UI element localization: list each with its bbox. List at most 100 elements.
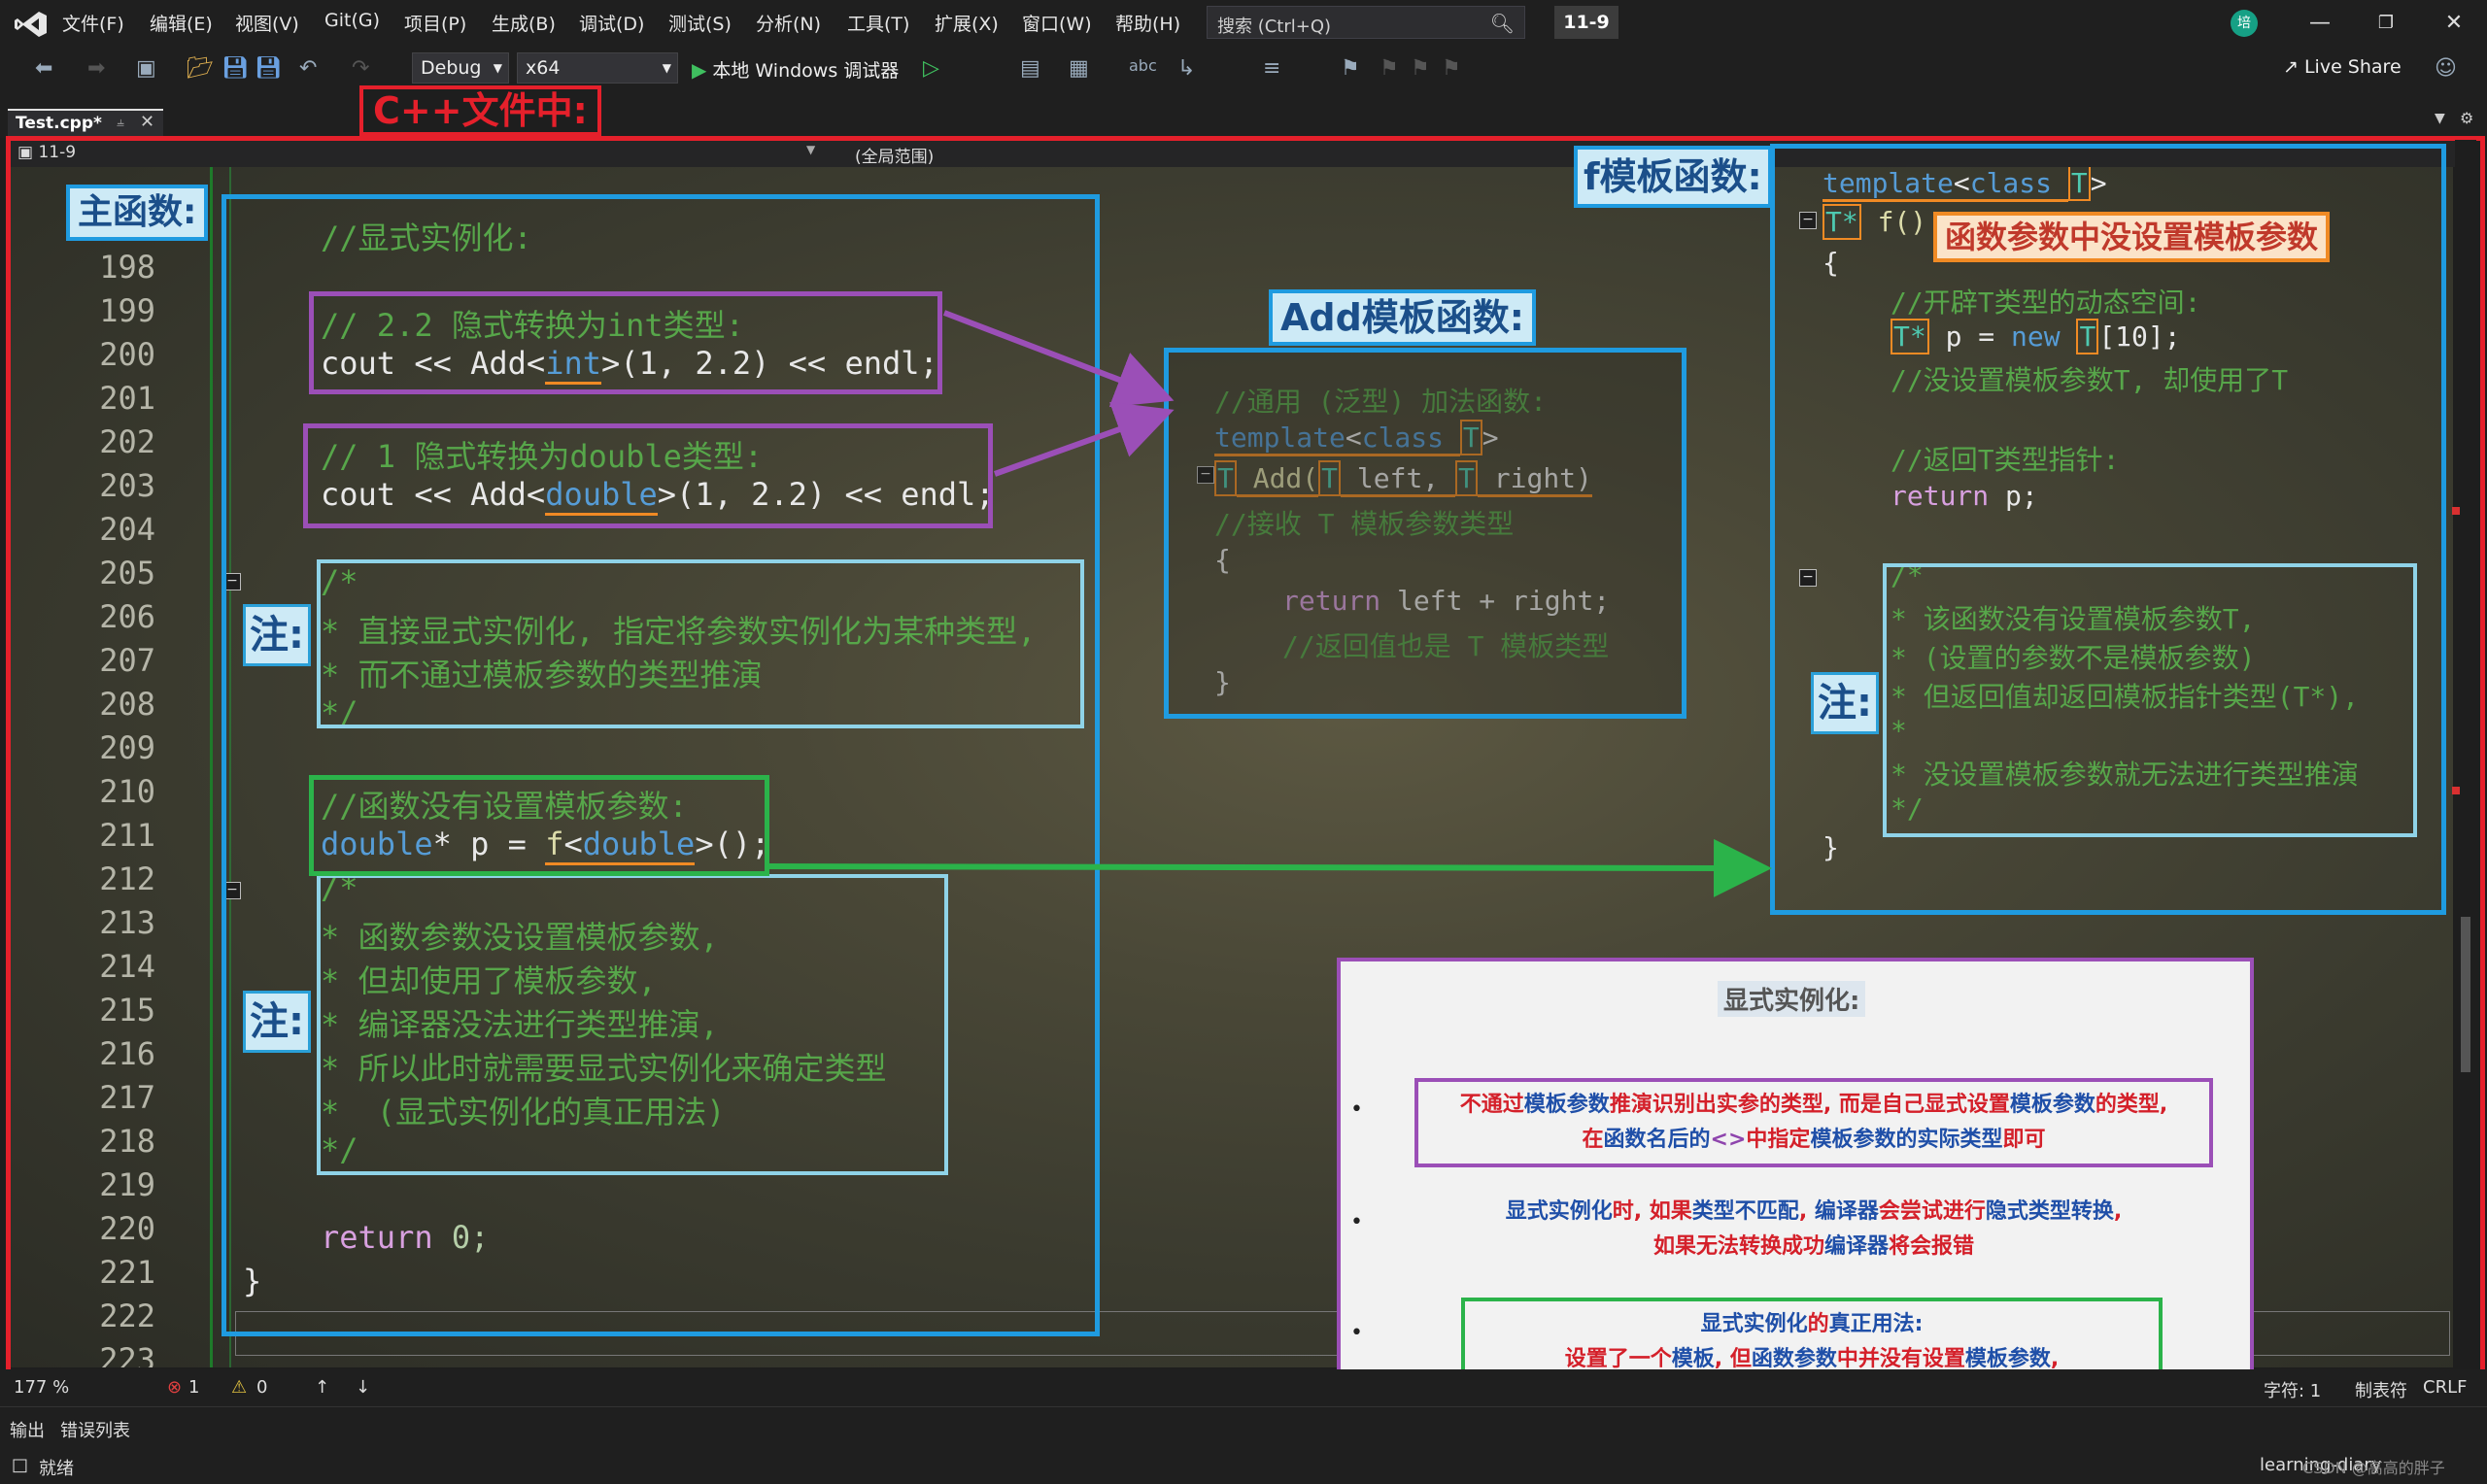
- tab-test-cpp[interactable]: Test.cpp* ⫨ ✕: [8, 109, 163, 138]
- explain-segment: 在: [1582, 1128, 1604, 1152]
- start-without-debugging-icon[interactable]: ▷: [923, 56, 939, 81]
- forward-icon[interactable]: ➡︎: [87, 56, 106, 81]
- fold-collapse-icon[interactable]: −: [1799, 569, 1817, 587]
- scrollbar-thumb[interactable]: [2461, 917, 2470, 1072]
- explain-segment: 推演识别出实参的类型, 而是自己显式设置: [1609, 1093, 2010, 1117]
- explain-segment: ,: [1798, 1199, 1815, 1224]
- save-icon[interactable]: 💾︎: [221, 56, 249, 81]
- line-number: 219: [99, 1166, 155, 1203]
- error-icon[interactable]: ⊗: [167, 1377, 183, 1398]
- open-folder-icon[interactable]: 📂︎: [187, 56, 214, 81]
- warning-count[interactable]: 0: [256, 1377, 268, 1398]
- save-all-icon[interactable]: 💾︎: [255, 56, 282, 81]
- explain-segment: 函数参数: [1751, 1347, 1837, 1371]
- f-template-frame: [1770, 144, 2446, 915]
- platform-dropdown[interactable]: x64 ▼: [517, 52, 678, 84]
- zoom-level[interactable]: 177 %: [14, 1377, 70, 1398]
- fold-collapse-icon[interactable]: −: [223, 573, 241, 590]
- restore-icon[interactable]: ❐: [2377, 13, 2395, 33]
- implicit-int-box: [309, 291, 942, 394]
- bookmark-clear-icon[interactable]: ⚑: [1442, 56, 1461, 81]
- f-code-comment: //开辟T类型的动态空间:: [1891, 287, 2201, 319]
- error-count[interactable]: 1: [188, 1377, 200, 1398]
- spell-check-icon[interactable]: abc: [1129, 56, 1157, 75]
- menu-view[interactable]: 视图(V): [235, 14, 299, 35]
- layout-icon[interactable]: ▦: [1069, 56, 1089, 81]
- explain-segment: , 但: [1714, 1347, 1752, 1371]
- solution-explorer-icon[interactable]: ▤: [1020, 56, 1040, 81]
- undo-icon[interactable]: ↶: [299, 56, 318, 81]
- step-icon[interactable]: ↳: [1177, 56, 1196, 81]
- warning-icon[interactable]: ⚠: [231, 1377, 248, 1398]
- code-token: left,: [1341, 462, 1456, 497]
- explain-line: 如果无法转换成功编译器将会报错: [1414, 1230, 2213, 1265]
- line-number: 203: [99, 467, 155, 504]
- arrow-int-to-add: [942, 310, 1175, 408]
- feedback-icon[interactable]: ☺: [2435, 56, 2457, 81]
- code-token: new: [2011, 320, 2061, 353]
- code-token: cout << Add<: [321, 476, 546, 513]
- bookmark-icon[interactable]: ⚑: [1341, 56, 1360, 81]
- bookmark-prev-icon[interactable]: ⚑: [1380, 56, 1399, 81]
- tab-error-list[interactable]: 错误列表: [60, 1421, 130, 1441]
- bullet-dot: •: [1350, 1210, 1363, 1234]
- minimize-icon[interactable]: —: [2309, 11, 2331, 35]
- live-share-button[interactable]: ↗︎ Live Share: [2283, 56, 2402, 78]
- menu-file[interactable]: 文件(F): [62, 14, 124, 35]
- code-line-207: * 而不通过模板参数的类型推演: [321, 657, 763, 693]
- comment-icon[interactable]: ≡: [1263, 56, 1281, 81]
- avatar[interactable]: 培: [2231, 10, 2258, 37]
- explain-segment: ,: [2050, 1347, 2060, 1371]
- new-project-icon[interactable]: ▣: [136, 56, 156, 81]
- arrow-up-icon[interactable]: ↑: [315, 1377, 330, 1398]
- close-tab-icon[interactable]: ✕: [140, 112, 155, 132]
- code-line-203: cout << Add<double>(1, 2.2) << endl;: [321, 476, 995, 516]
- settings-icon[interactable]: ⚙: [2460, 109, 2474, 127]
- scope-dropdown[interactable]: (全局范围): [855, 148, 935, 167]
- back-icon[interactable]: ⬅︎: [35, 56, 53, 81]
- line-ending[interactable]: CRLF: [2423, 1377, 2468, 1398]
- indent-mode[interactable]: 制表符: [2355, 1381, 2407, 1401]
- fold-collapse-icon[interactable]: −: [1197, 466, 1214, 484]
- redo-icon[interactable]: ↷: [352, 56, 370, 81]
- menu-tools[interactable]: 工具(T): [847, 14, 910, 35]
- menu-build[interactable]: 生成(B): [492, 14, 556, 35]
- code-token: class: [1361, 422, 1445, 456]
- editor-vertical-scrollbar[interactable]: [2455, 140, 2476, 1369]
- chevron-down-icon[interactable]: ▼: [806, 143, 816, 156]
- menu-project[interactable]: 项目(P): [404, 14, 467, 35]
- menu-git[interactable]: Git(G): [324, 10, 380, 31]
- menu-test[interactable]: 测试(S): [668, 14, 732, 35]
- code-token: return: [1282, 585, 1381, 617]
- solution-name-badge[interactable]: 11-9: [1554, 6, 1618, 39]
- arrow-down-icon[interactable]: ↓: [356, 1377, 371, 1398]
- code-line-218: */: [321, 1131, 358, 1168]
- menu-help[interactable]: 帮助(H): [1115, 14, 1181, 35]
- start-debugging-button[interactable]: ▶本地 Windows 调试器: [692, 56, 899, 83]
- add-code-brace: }: [1214, 666, 1231, 698]
- bookmark-next-icon[interactable]: ⚑: [1411, 56, 1430, 81]
- explain-title: 显式实例化:: [1718, 981, 1866, 1017]
- tab-list-icon[interactable]: ▼: [2435, 111, 2445, 126]
- project-dropdown[interactable]: ▣ 11-9: [17, 143, 77, 162]
- menu-debug[interactable]: 调试(D): [579, 14, 645, 35]
- menu-extensions[interactable]: 扩展(X): [935, 14, 999, 35]
- close-icon[interactable]: ✕: [2444, 11, 2464, 35]
- line-number: 199: [99, 292, 155, 329]
- menu-edit[interactable]: 编辑(E): [150, 14, 213, 35]
- f-code-comment: * 没设置模板参数就无法进行类型推演: [1891, 759, 2359, 791]
- menu-window[interactable]: 窗口(W): [1022, 14, 1092, 35]
- config-dropdown[interactable]: Debug ▼: [412, 52, 509, 84]
- pin-icon[interactable]: ⫨: [117, 115, 124, 130]
- menu-analyze[interactable]: 分析(N): [756, 14, 822, 35]
- search-input[interactable]: 搜索 (Ctrl+Q) 🔍︎: [1207, 6, 1525, 39]
- repo-name[interactable]: learning-diary: [2260, 1455, 2382, 1475]
- tab-output[interactable]: 输出: [10, 1421, 45, 1441]
- code-token: <: [1345, 422, 1362, 456]
- fold-collapse-icon[interactable]: −: [1799, 212, 1817, 229]
- explain-segment: 模板参数: [2009, 1093, 2095, 1117]
- code-token: <: [563, 826, 583, 865]
- explain-segment: 的类型,: [2095, 1093, 2168, 1117]
- status-checkbox-icon: □: [12, 1455, 29, 1475]
